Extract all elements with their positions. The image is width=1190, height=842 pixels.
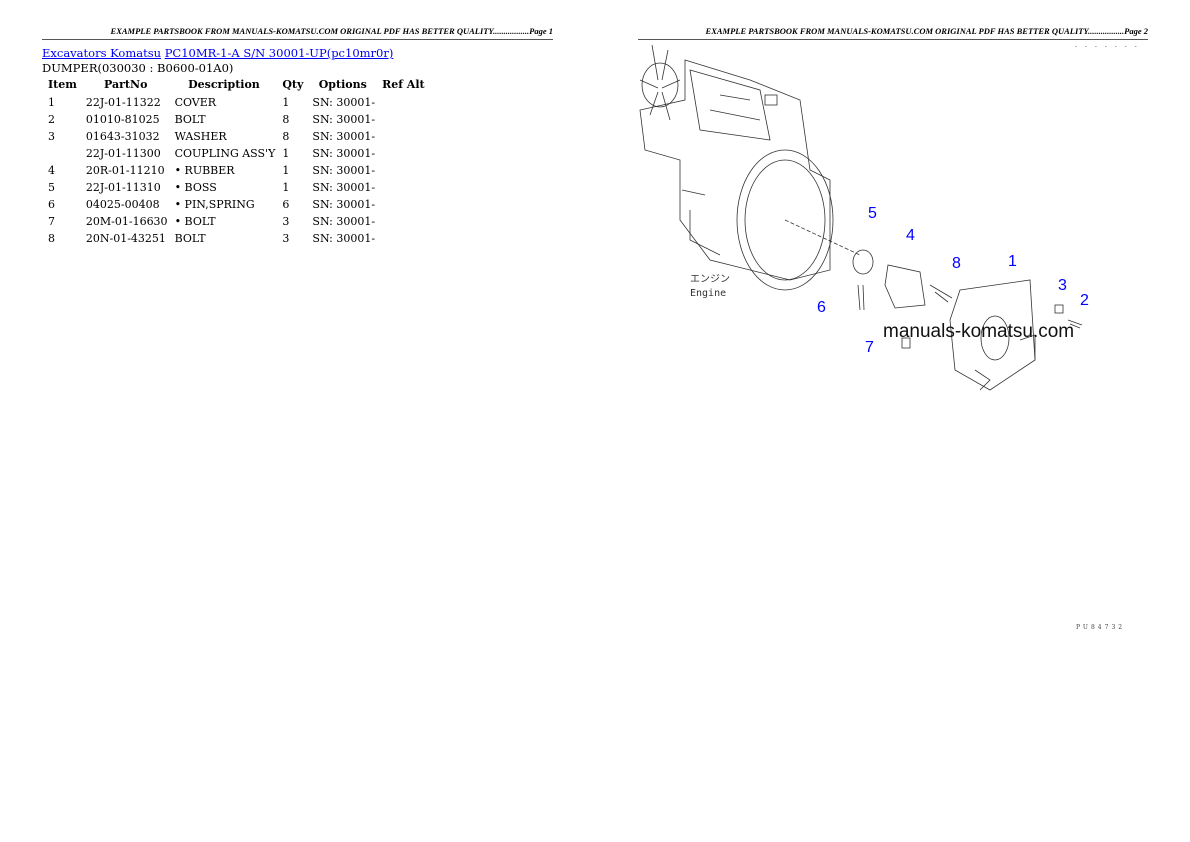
table-cell: 8 xyxy=(282,130,290,143)
table-cell xyxy=(378,94,430,111)
table-cell: 5 xyxy=(48,181,55,194)
table-cell: COUPLING ASS'Y xyxy=(174,147,276,160)
table-cell: SN: 30001- xyxy=(312,96,376,109)
table-cell: 7 xyxy=(48,215,55,228)
table-row: 6 04025-00408 • PIN,SPRING 6 SN: 30001- xyxy=(44,196,430,213)
table-cell: BOLT xyxy=(174,232,206,245)
table-cell xyxy=(378,162,430,179)
engine-label-jp: エンジン xyxy=(690,274,730,285)
column-header: Description xyxy=(188,77,260,91)
table-row: 4 20R-01-11210 • RUBBER 1 SN: 30001- xyxy=(44,162,430,179)
column-header: Qty xyxy=(282,77,304,91)
table-cell: 01010-81025 xyxy=(85,113,160,126)
callout-6: 6 xyxy=(817,299,826,316)
column-header: Options xyxy=(318,77,367,91)
table-cell: 04025-00408 xyxy=(85,198,160,211)
table-cell: • BOLT xyxy=(174,215,216,228)
table-cell xyxy=(378,145,430,162)
table-cell: • BOSS xyxy=(174,181,217,194)
table-row: 8 20N-01-43251 BOLT 3 SN: 30001- xyxy=(44,230,430,247)
table-cell: SN: 30001- xyxy=(312,113,376,126)
table-cell: 3 xyxy=(48,130,55,143)
coupling-parts xyxy=(852,249,1083,391)
parts-diagram: 5 4 8 1 3 2 6 7 エンジン Engine manuals-koma… xyxy=(639,44,1089,391)
table-cell: 20R-01-11210 xyxy=(85,164,165,177)
table-cell: SN: 30001- xyxy=(312,130,376,143)
table-cell: 20N-01-43251 xyxy=(85,232,166,245)
table-cell: BOLT xyxy=(174,113,206,126)
engine-label-en: Engine xyxy=(690,288,726,299)
table-cell xyxy=(44,145,82,162)
page-header-1: EXAMPLE PARTSBOOK FROM MANUALS-KOMATSU.C… xyxy=(42,26,553,40)
breadcrumb-link-model[interactable]: PC10MR-1-A S/N 30001-UP(pc10mr0r) xyxy=(164,46,394,60)
column-header: PartNo xyxy=(104,77,148,91)
table-cell: 8 xyxy=(48,232,55,245)
table-row: 3 01643-31032 WASHER 8 SN: 30001- xyxy=(44,128,430,145)
table-cell: 1 xyxy=(48,96,55,109)
table-cell: 1 xyxy=(282,164,290,177)
table-cell xyxy=(378,230,430,247)
column-header: Item xyxy=(48,77,77,91)
table-cell: 6 xyxy=(282,198,290,211)
table-cell: SN: 30001- xyxy=(312,147,376,160)
page-header-2: EXAMPLE PARTSBOOK FROM MANUALS-KOMATSU.C… xyxy=(638,26,1148,40)
table-cell: SN: 30001- xyxy=(312,232,376,245)
table-cell: 6 xyxy=(48,198,55,211)
table-cell xyxy=(378,196,430,213)
callout-1: 1 xyxy=(1008,253,1017,270)
table-cell: 01643-31032 xyxy=(85,130,160,143)
table-row: 5 22J-01-11310 • BOSS 1 SN: 30001- xyxy=(44,179,430,196)
breadcrumb: Excavators Komatsu PC10MR-1-A S/N 30001-… xyxy=(42,46,393,60)
table-cell: 4 xyxy=(48,164,55,177)
table-cell: 1 xyxy=(282,147,290,160)
table-cell: • PIN,SPRING xyxy=(174,198,255,211)
parts-table: Item PartNo Description Qty Options Ref Alt 1… xyxy=(44,77,430,247)
table-row: 2 01010-81025 BOLT 8 SN: 30001- xyxy=(44,111,430,128)
drawing-code-top: - - - - - - - xyxy=(1075,43,1140,50)
table-cell: WASHER xyxy=(174,130,227,143)
table-cell: COVER xyxy=(174,96,217,109)
watermark: manuals-komatsu.com xyxy=(883,321,1074,342)
table-cell: SN: 30001- xyxy=(312,181,376,194)
callout-3: 3 xyxy=(1058,277,1067,294)
table-cell xyxy=(378,179,430,196)
callout-5: 5 xyxy=(868,205,877,222)
table-cell: 22J-01-11310 xyxy=(85,181,161,194)
callout-7: 7 xyxy=(865,339,874,356)
table-header-row: Item PartNo Description Qty Options Ref Alt xyxy=(44,77,430,94)
table-cell: 20M-01-16630 xyxy=(85,215,168,228)
table-row: 7 20M-01-16630 • BOLT 3 SN: 30001- xyxy=(44,213,430,230)
table-row: 1 22J-01-11322 COVER 1 SN: 30001- xyxy=(44,94,430,111)
table-cell: 22J-01-11322 xyxy=(85,96,161,109)
section-title: DUMPER(030030 : B0600-01A0) xyxy=(42,61,234,75)
table-cell: 3 xyxy=(282,232,290,245)
table-cell: SN: 30001- xyxy=(312,215,376,228)
table-cell: 1 xyxy=(282,181,290,194)
table-row: 22J-01-11300 COUPLING ASS'Y 1 SN: 30001- xyxy=(44,145,430,162)
table-cell: 8 xyxy=(282,113,290,126)
callout-2: 2 xyxy=(1080,292,1089,309)
drawing-code-bottom: PU84732 xyxy=(1076,624,1126,631)
table-cell: • RUBBER xyxy=(174,164,235,177)
table-cell: 2 xyxy=(48,113,55,126)
table-cell: 1 xyxy=(282,96,290,109)
table-cell xyxy=(378,213,430,230)
table-cell: 3 xyxy=(282,215,290,228)
engine-drawing xyxy=(639,44,861,291)
table-cell xyxy=(378,128,430,145)
table-cell: SN: 30001- xyxy=(312,164,376,177)
callout-4: 4 xyxy=(906,227,915,244)
callout-8: 8 xyxy=(952,255,961,272)
table-cell xyxy=(378,111,430,128)
breadcrumb-link-excavators[interactable]: Excavators Komatsu xyxy=(42,46,162,60)
table-cell: 22J-01-11300 xyxy=(85,147,161,160)
column-header: Ref Alt xyxy=(382,77,425,91)
table-cell: SN: 30001- xyxy=(312,198,376,211)
